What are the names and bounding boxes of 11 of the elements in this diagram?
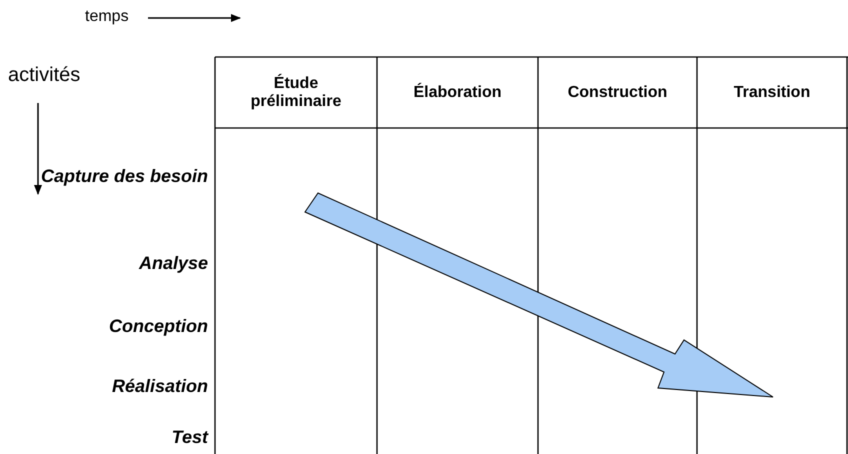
row-label: Réalisation	[110, 375, 208, 398]
row-label: Conception	[108, 315, 208, 338]
column-header: Construction	[566, 82, 668, 102]
row-label: Analyse	[138, 252, 208, 275]
column-header: Transition	[732, 82, 812, 102]
column-header: Étude préliminaire	[250, 72, 342, 112]
column-header: Élaboration	[412, 82, 502, 102]
row-label: Test	[170, 426, 208, 449]
axis-label: activités	[8, 64, 80, 87]
axis-label: temps	[85, 8, 129, 26]
row-label: Capture des besoin	[40, 165, 208, 188]
